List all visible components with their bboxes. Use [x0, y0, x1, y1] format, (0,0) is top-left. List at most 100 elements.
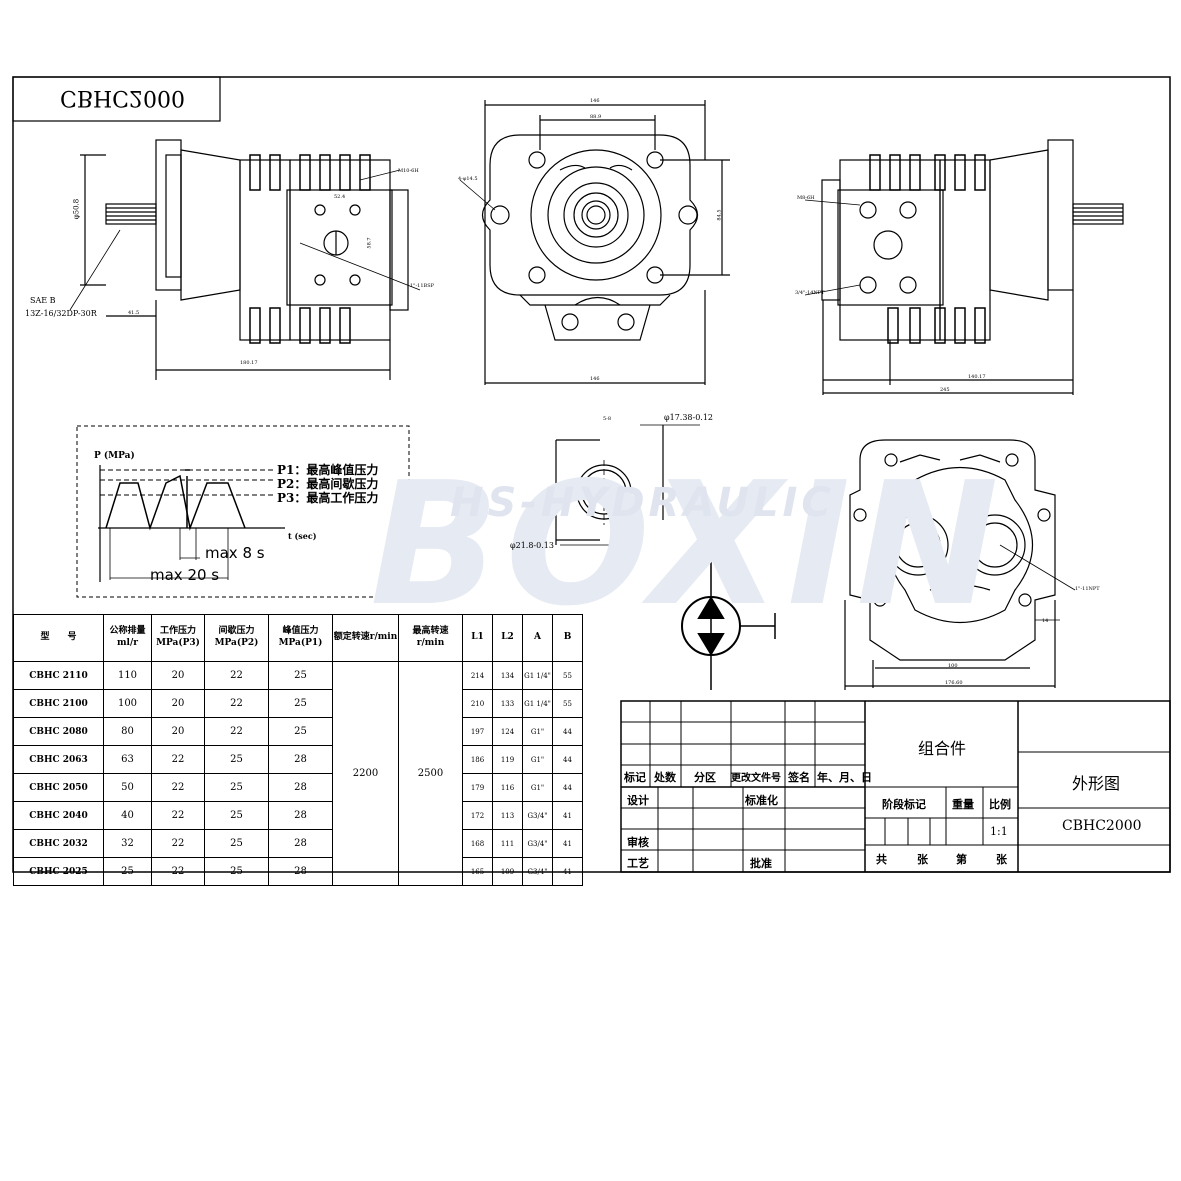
- dim-d2: 180.17: [240, 360, 258, 366]
- dim-shaft-od: φ17.38-0.12: [664, 413, 714, 422]
- cell-model: CBHC 2063: [13, 745, 104, 774]
- graph-legend-p3: P3：最高工作压力: [277, 491, 379, 505]
- cell-a: G3/4": [522, 829, 553, 858]
- dim-port-w: 52.4: [334, 194, 346, 200]
- cell-disp: 32: [103, 829, 152, 858]
- cell-p2: 25: [204, 773, 269, 802]
- spec-header-row: 型 号 公称排量 ml/r 工作压力 MPa(P3) 间歇压力 MPa(P2) …: [13, 614, 583, 662]
- dim-rear-w1: 100: [948, 663, 958, 669]
- cell-p3: 22: [151, 745, 205, 774]
- cell-l2: 111: [492, 829, 523, 858]
- cell-p1: 25: [268, 689, 333, 718]
- cell-l2: 113: [492, 801, 523, 830]
- header-intermittent-pressure: 间歇压力 MPa(P2): [204, 614, 269, 662]
- header-l2: L2: [492, 614, 523, 662]
- pump-symbol: [681, 562, 776, 690]
- cell-disp: 80: [103, 717, 152, 746]
- side-view-left: [69, 139, 421, 380]
- cell-l2: 116: [492, 773, 523, 802]
- title-box: [12, 76, 221, 122]
- header-rated-speed: 额定转速r/min: [332, 614, 399, 662]
- cell-p3: 20: [151, 661, 205, 690]
- rev-count: 处数: [654, 771, 676, 784]
- shaft-section: [555, 424, 700, 546]
- table-row: CBHC 2040 40 22 25 28 172 113 G3/4" 41: [13, 801, 583, 830]
- rev-sign: 签名: [788, 771, 810, 784]
- cell-p1: 28: [268, 745, 333, 774]
- header-l1: L1: [462, 614, 493, 662]
- table-row: CBHC 2080 80 20 22 25 197 124 G1" 44: [13, 717, 583, 746]
- dim-sae: SAE B: [30, 296, 56, 305]
- header-displacement: 公称排量 ml/r: [103, 614, 152, 662]
- scale-label: 比例: [989, 798, 1011, 811]
- sheets-current: 第: [956, 853, 967, 866]
- table-row: CBHC 2050 50 22 25 28 179 116 G1" 44: [13, 773, 583, 802]
- cell-l1: 179: [462, 773, 493, 802]
- dim-right-d1: 140.17: [968, 374, 986, 380]
- dim-rear-port: 1"-11NPT: [1075, 586, 1100, 592]
- rev-zone: 分区: [694, 771, 716, 784]
- cell-b: 41: [552, 829, 583, 858]
- cell-disp: 100: [103, 689, 152, 718]
- dim-front-inner: 88.9: [590, 114, 602, 120]
- graph-legend-p2: P2：最高间歇压力: [277, 477, 379, 491]
- cell-p1: 28: [268, 857, 333, 886]
- header-peak-pressure: 峰值压力 MPa(P1): [268, 614, 333, 662]
- dim-rear-w2: 176.60: [945, 680, 963, 686]
- header-working-pressure: 工作压力 MPa(P3): [151, 614, 205, 662]
- dim-spline: 13Z-16/32DP-30R: [25, 309, 97, 318]
- mirrored-title: CBHC2000: [60, 85, 186, 110]
- assembly-label: 组合件: [918, 739, 967, 758]
- scale-value: 1:1: [990, 825, 1008, 838]
- cell-model: CBHC 2100: [13, 689, 104, 718]
- spec-table: 型 号 公称排量 ml/r 工作压力 MPa(P3) 间歇压力 MPa(P2) …: [13, 614, 583, 886]
- sheets-unit-1: 张: [917, 853, 928, 866]
- cell-l2: 133: [492, 689, 523, 718]
- cell-p1: 28: [268, 829, 333, 858]
- graph-xlabel: t (sec): [288, 531, 317, 541]
- cell-rated-speed: 2200: [332, 661, 399, 886]
- dim-d1: 41.5: [128, 310, 140, 316]
- cell-l1: 168: [462, 829, 493, 858]
- cell-a: G1 1/4": [522, 661, 553, 690]
- cell-p3: 20: [151, 717, 205, 746]
- cell-p1: 28: [268, 801, 333, 830]
- dim-front-height: 84.5: [716, 209, 723, 221]
- cell-p2: 22: [204, 661, 269, 690]
- table-row: CBHC 2032 32 22 25 28 168 111 G3/4" 41: [13, 829, 583, 858]
- cell-p2: 22: [204, 689, 269, 718]
- rear-view: [844, 439, 1076, 690]
- cell-disp: 110: [103, 661, 152, 690]
- side-view-right: [804, 139, 1124, 395]
- cell-model: CBHC 2080: [13, 717, 104, 746]
- cell-l2: 124: [492, 717, 523, 746]
- dim-front-top: 146: [590, 98, 600, 104]
- dim-right-top: M8-6H: [797, 195, 815, 201]
- cell-a: G1": [522, 773, 553, 802]
- cell-p1: 25: [268, 661, 333, 690]
- cell-l1: 172: [462, 801, 493, 830]
- cell-a: G1": [522, 717, 553, 746]
- cell-p2: 25: [204, 801, 269, 830]
- pressure-graph: [76, 425, 410, 598]
- cell-l1: 186: [462, 745, 493, 774]
- dim-shaft-len: 5-8: [603, 416, 612, 422]
- cell-p2: 25: [204, 857, 269, 886]
- standardize-label: 标准化: [745, 794, 778, 807]
- table-row: CBHC 2025 25 22 25 28 165 109 G3/4" 41: [13, 857, 583, 886]
- header-a: A: [522, 614, 553, 662]
- cell-model: CBHC 2110: [13, 661, 104, 690]
- cell-model: CBHC 2050: [13, 773, 104, 802]
- dim-port-bottom: 1"-11BSP: [410, 283, 434, 289]
- cell-a: G1 1/4": [522, 689, 553, 718]
- review-label: 审核: [627, 836, 649, 849]
- cell-disp: 50: [103, 773, 152, 802]
- cell-a: G1": [522, 745, 553, 774]
- cell-p3: 22: [151, 773, 205, 802]
- cell-a: G3/4": [522, 801, 553, 830]
- cell-p3: 22: [151, 857, 205, 886]
- cell-p3: 22: [151, 801, 205, 830]
- cell-disp: 63: [103, 745, 152, 774]
